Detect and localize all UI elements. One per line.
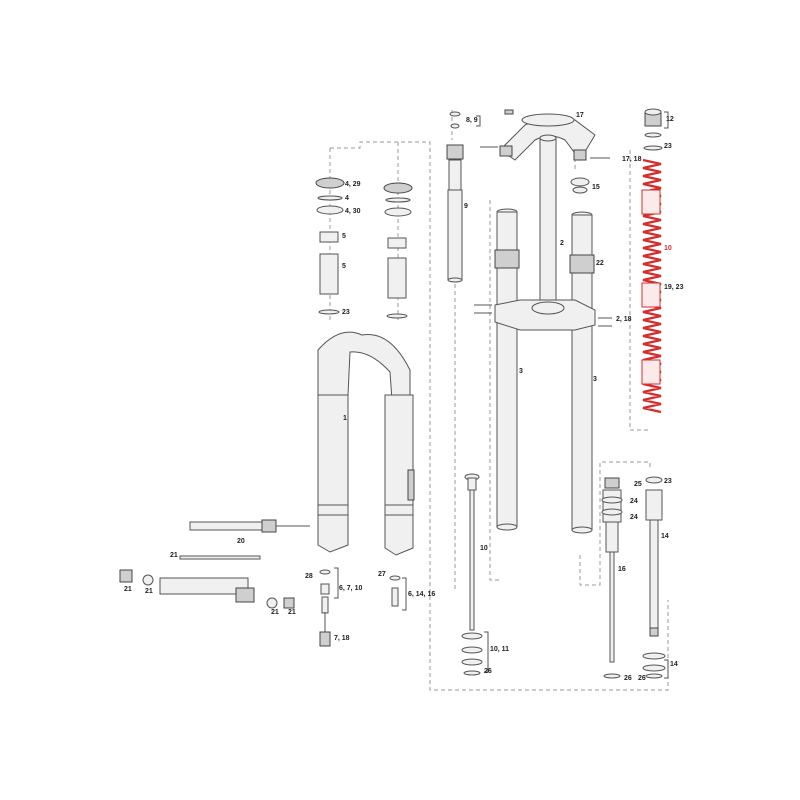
label-21-rod: 21	[170, 552, 178, 559]
seal-23	[570, 177, 590, 194]
label-3-a: 3	[519, 368, 523, 375]
fork-crown-cap	[480, 109, 610, 161]
label-23-lower: 23	[664, 478, 672, 485]
label-22: 22	[596, 260, 604, 267]
stanchion-left	[494, 208, 520, 531]
damper-cartridge	[601, 477, 623, 679]
label-4-29: 4, 29	[345, 181, 361, 188]
label-9: 9	[464, 203, 468, 210]
label-23-top: 23	[664, 143, 672, 150]
label-10-shaft: 10	[480, 545, 488, 552]
label-21-c: 21	[271, 609, 279, 616]
label-19-23: 19, 23	[664, 284, 684, 291]
lower-leg-assembly	[317, 331, 415, 556]
steerer-tube	[539, 134, 557, 319]
label-3-b: 3	[593, 376, 597, 383]
right-top-seals	[383, 182, 413, 319]
label-4: 4	[345, 195, 349, 202]
label-2-18: 2, 18	[616, 316, 632, 323]
label-16: 16	[618, 566, 626, 573]
label-14-a: 14	[661, 533, 669, 540]
rebound-cartridge	[642, 476, 666, 679]
label-8-9: 8, 9	[466, 117, 478, 124]
label-20: 20	[237, 538, 245, 545]
label-brackets	[334, 111, 669, 679]
label-7-18: 7, 18	[334, 635, 350, 642]
label-10-spring: 10	[664, 245, 672, 252]
lower-crown	[474, 299, 612, 331]
label-21-b: 21	[145, 588, 153, 595]
label-4-30: 4, 30	[345, 208, 361, 215]
stanchion-right	[569, 211, 595, 534]
label-6-14-16: 6, 14, 16	[408, 591, 435, 598]
label-5-b: 5	[342, 263, 346, 270]
label-15: 15	[592, 184, 600, 191]
axle-hardware	[119, 519, 310, 609]
callout-labels: 8, 9 17 12 23 17, 18 4, 29 4 4, 30 15 9 …	[124, 112, 684, 682]
left-top-seals	[315, 177, 345, 315]
label-17: 17	[576, 112, 584, 119]
label-28: 28	[305, 573, 313, 580]
label-26-b: 26	[624, 675, 632, 682]
label-1: 1	[343, 415, 347, 422]
label-6-7-10: 6, 7, 10	[339, 585, 362, 592]
coil-spring	[641, 158, 662, 414]
top-cap-parts	[643, 108, 663, 151]
label-23-mid: 23	[342, 309, 350, 316]
label-10-11: 10, 11	[490, 646, 509, 653]
label-24-b: 24	[630, 514, 638, 521]
air-shaft-assembly	[446, 111, 464, 283]
label-21-d: 21	[288, 609, 296, 616]
label-5-a: 5	[342, 233, 346, 240]
label-2: 2	[560, 240, 564, 247]
label-17-18: 17, 18	[622, 156, 642, 163]
label-24-a: 24	[630, 498, 638, 505]
label-26-a: 26	[484, 668, 492, 675]
label-21-a: 21	[124, 586, 132, 593]
label-26-c: 26	[638, 675, 646, 682]
label-14-b: 14	[670, 661, 678, 668]
bottom-bolts	[319, 569, 401, 647]
label-12: 12	[666, 116, 674, 123]
label-25: 25	[634, 481, 642, 488]
label-27: 27	[378, 571, 386, 578]
damper-shaft	[461, 473, 483, 676]
